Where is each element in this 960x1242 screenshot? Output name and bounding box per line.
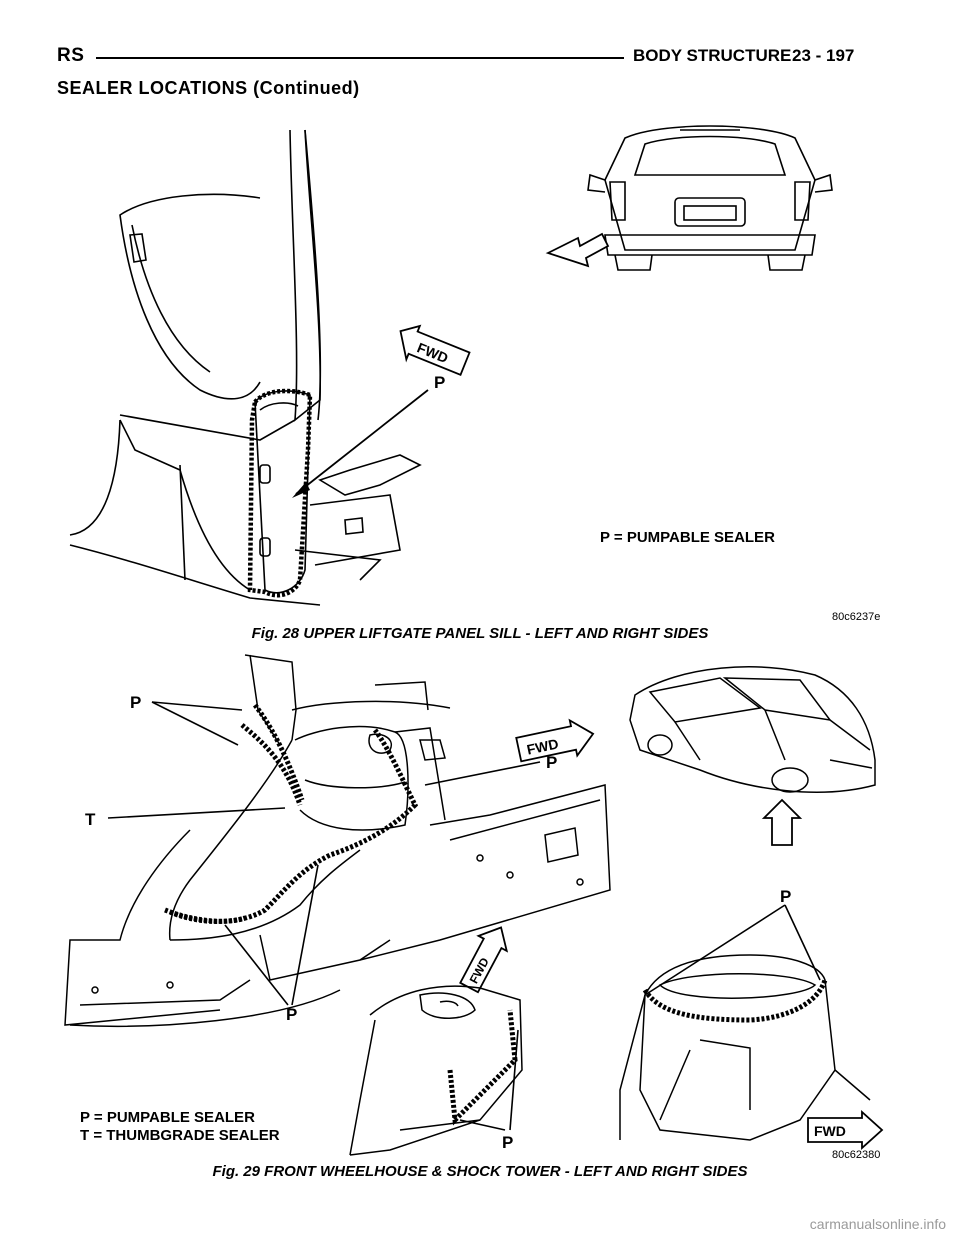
- fig29-callout-p-bottom: P: [286, 1005, 297, 1024]
- fig28-callout-p: P: [434, 373, 445, 392]
- fig29-callout-p-right-lower: P: [780, 887, 791, 906]
- fig28-caption: Fig. 28 UPPER LIFTGATE PANEL SILL - LEFT…: [251, 625, 709, 642]
- header-rule: [96, 57, 624, 59]
- header-page-number: 23 - 197: [792, 46, 855, 65]
- fig29-image-code: 80c62380: [832, 1149, 880, 1161]
- fig29-legend-p: P = PUMPABLE SEALER: [80, 1109, 255, 1126]
- figure-28: P FWD P = PUMPABLE SEALER 80c6237e Fig. …: [60, 120, 900, 645]
- footer-watermark: carmanualsonline.info: [809, 1216, 946, 1232]
- header-chapter: BODY STRUCTURE: [633, 46, 792, 65]
- fig29-callout-p-top: P: [130, 693, 141, 712]
- fig29-fwd-label-bottom: FWD: [814, 1123, 846, 1139]
- fig29-fwd-label-top: FWD: [525, 735, 560, 757]
- fig29-caption: Fig. 29 FRONT WHEELHOUSE & SHOCK TOWER -…: [212, 1163, 748, 1180]
- fig28-legend-p: P = PUMPABLE SEALER: [600, 529, 775, 546]
- figure-29-illustration: P T P P FWD FWD: [64, 654, 884, 1161]
- fig29-legend-t: T = THUMBGRADE SEALER: [80, 1127, 280, 1144]
- fig28-image-code: 80c6237e: [832, 611, 880, 620]
- figure-28-illustration: P FWD P = PUMPABLE SEALER 80c6237e: [69, 125, 880, 620]
- fig29-callout-p-right: P: [546, 753, 557, 772]
- fig29-callout-p-lower: P: [502, 1133, 513, 1152]
- figure-29: P T P P FWD FWD: [60, 650, 900, 1190]
- header-section-code: RS: [57, 45, 85, 66]
- section-title: SEALER LOCATIONS (Continued): [57, 78, 360, 98]
- fig29-callout-t: T: [85, 810, 96, 829]
